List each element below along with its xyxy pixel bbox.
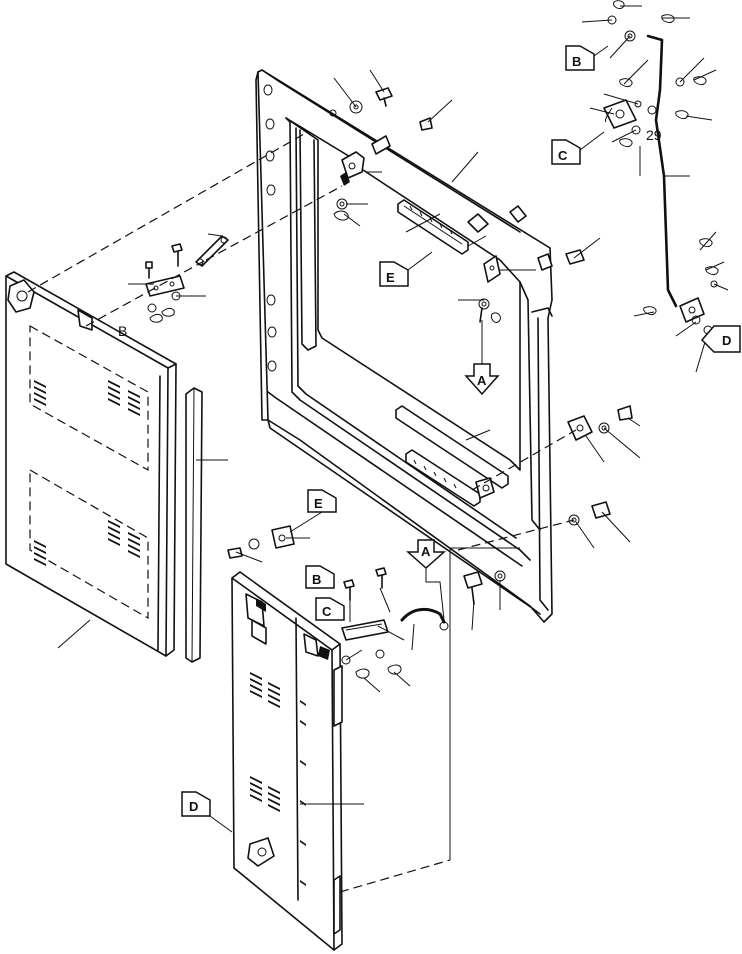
- callout-a-bottom: A: [406, 539, 446, 621]
- callout-e-mid: E: [379, 251, 433, 287]
- svg-text:E: E: [386, 270, 395, 285]
- lower-door-panel: [231, 571, 343, 951]
- callout-d-right: D: [700, 325, 741, 353]
- svg-text:A: A: [477, 373, 487, 388]
- left-panel-vents: [34, 380, 140, 566]
- svg-text:A: A: [421, 544, 431, 559]
- mark-b: B: [118, 323, 127, 339]
- svg-text:D: D: [189, 799, 198, 814]
- left-door-panel: [5, 271, 177, 657]
- svg-text:B: B: [312, 572, 321, 587]
- callout-d-bottom: D: [181, 791, 233, 833]
- callout-c-bottom: C: [315, 597, 345, 621]
- lower-panel-vents: [250, 672, 306, 886]
- callout-a-top: A: [464, 320, 500, 396]
- svg-text:E: E: [314, 496, 323, 511]
- callout-c-top: C: [551, 131, 605, 165]
- callout-b-top: B: [565, 45, 609, 71]
- svg-text:B: B: [572, 54, 581, 69]
- svg-text:C: C: [322, 604, 332, 619]
- callout-e-bottom: E: [289, 489, 337, 533]
- svg-text:C: C: [558, 148, 568, 163]
- frame-holes: [263, 84, 337, 372]
- leader-lines: [57, 5, 729, 805]
- weather-strip: [185, 387, 203, 663]
- latch-rod-assembly: [603, 0, 719, 335]
- assembly-lines: [27, 133, 577, 893]
- svg-text:D: D: [722, 333, 731, 348]
- door-frame: [255, 69, 593, 623]
- part-number-29: 29: [646, 127, 662, 143]
- callout-b-bottom: B: [305, 565, 335, 589]
- hardware-parts: [145, 87, 633, 679]
